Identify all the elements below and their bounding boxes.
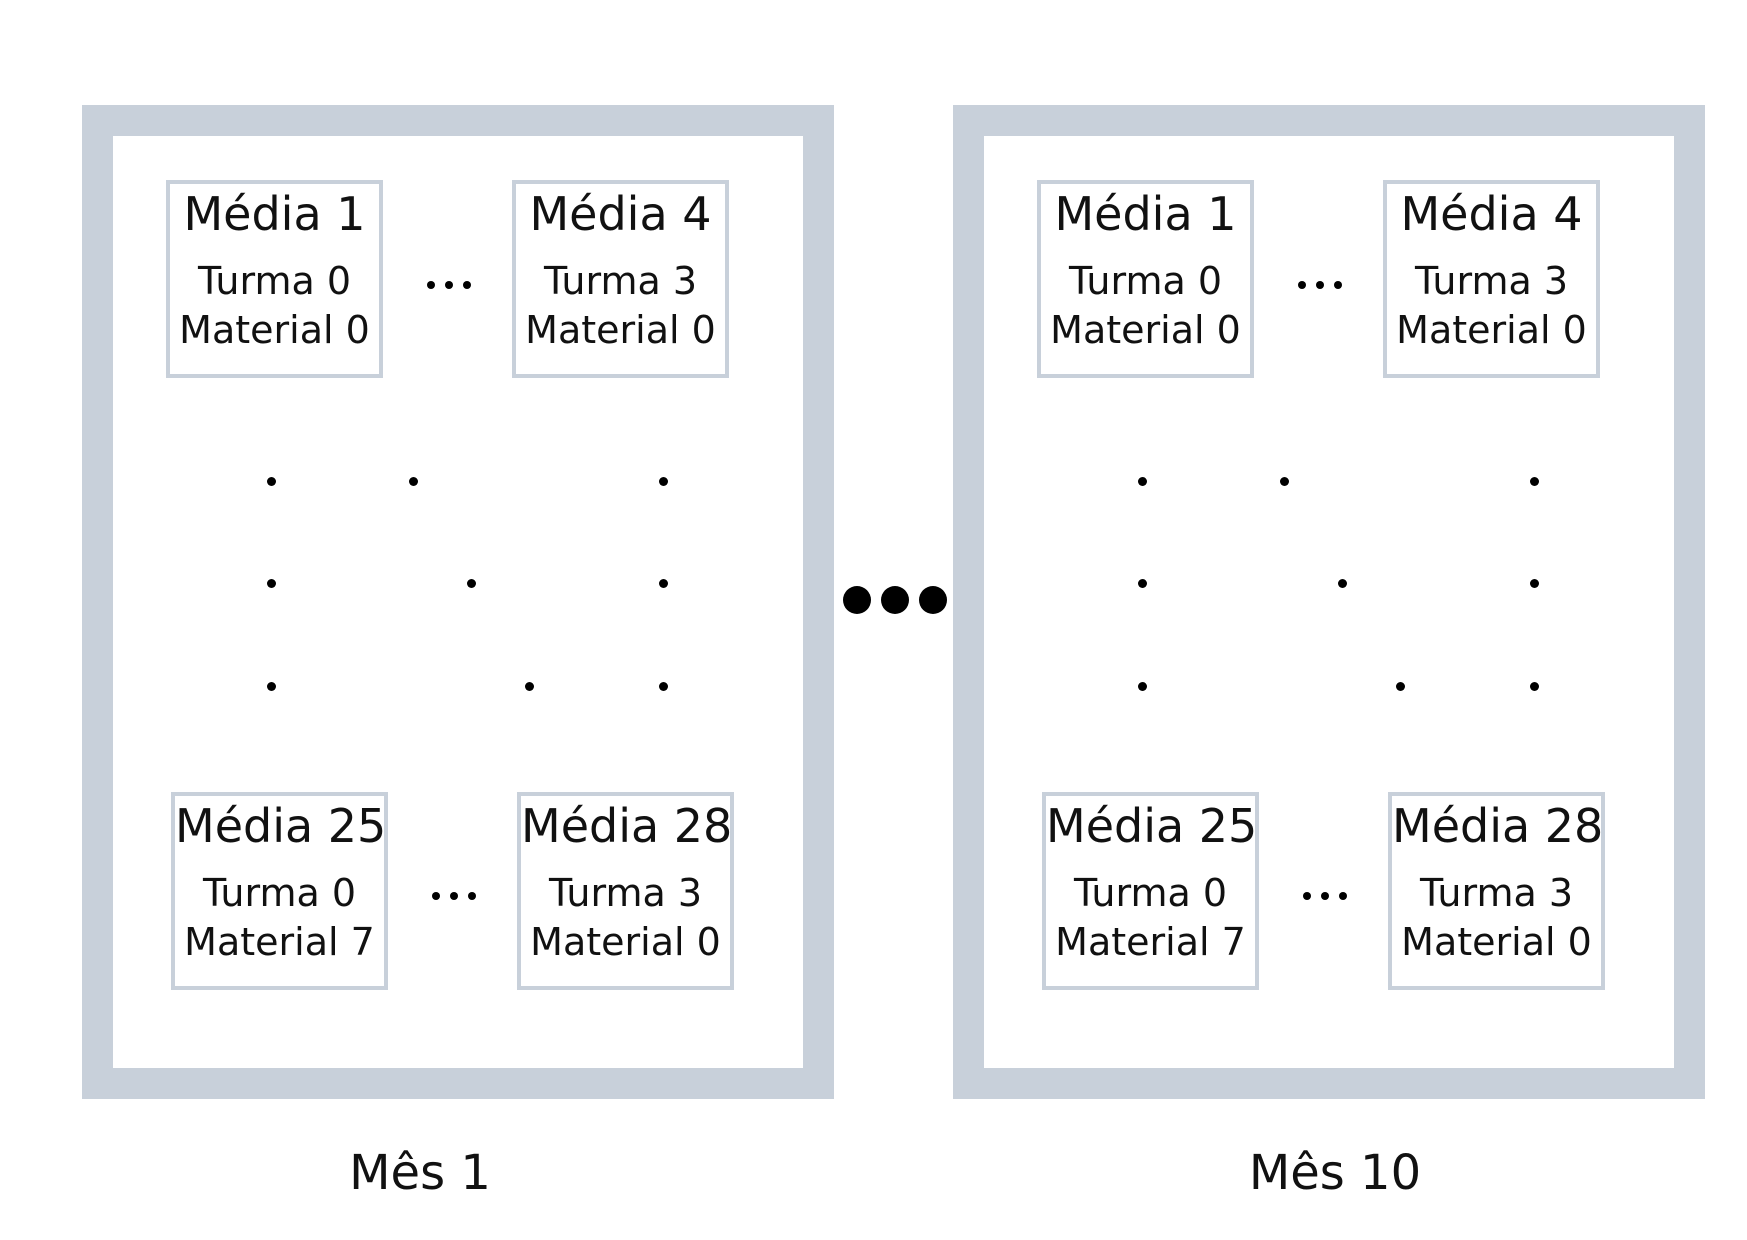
ellipsis-dot (1339, 892, 1347, 900)
row-ellipsis-top (1296, 280, 1352, 290)
ellipsis-dot (1138, 682, 1147, 691)
ellipsis-dot (1530, 682, 1539, 691)
media-card-1: Média 1 Turma 0 Material 0 (166, 180, 383, 378)
card-turma: Turma 3 (1414, 259, 1569, 303)
ellipsis-dot (1303, 892, 1311, 900)
card-material: Material 0 (1396, 308, 1587, 352)
media-card-25: Média 25 Turma 0 Material 7 (171, 792, 388, 990)
card-turma: Turma 0 (202, 871, 357, 915)
card-title: Média 4 (529, 187, 712, 241)
ellipsis-dot (267, 477, 276, 486)
card-material: Material 0 (1050, 308, 1241, 352)
ellipsis-dot (881, 586, 909, 614)
card-title: Média 1 (1054, 187, 1237, 241)
ellipsis-dot (919, 586, 947, 614)
ellipsis-dot (1316, 281, 1324, 289)
ellipsis-dot (468, 892, 476, 900)
media-card-28: Média 28 Turma 3 Material 0 (517, 792, 734, 990)
ellipsis-dot (843, 586, 871, 614)
row-ellipsis-bottom (1301, 891, 1357, 901)
card-turma: Turma 0 (1073, 871, 1228, 915)
ellipsis-dot (1338, 579, 1347, 588)
card-title: Média 1 (183, 187, 366, 241)
card-title: Média 28 (521, 799, 733, 853)
ellipsis-dot (467, 579, 476, 588)
card-material: Material 0 (525, 308, 716, 352)
card-turma: Turma 0 (197, 259, 352, 303)
ellipsis-dot (1396, 682, 1405, 691)
ellipsis-dot (445, 281, 453, 289)
ellipsis-dot (1138, 477, 1147, 486)
ellipsis-dot (1530, 477, 1539, 486)
ellipsis-dot (267, 579, 276, 588)
ellipsis-dot (659, 682, 668, 691)
card-material: Material 7 (184, 920, 375, 964)
ellipsis-dot (463, 281, 471, 289)
media-card-25: Média 25 Turma 0 Material 7 (1042, 792, 1259, 990)
media-card-28: Média 28 Turma 3 Material 0 (1388, 792, 1605, 990)
ellipsis-dot (525, 682, 534, 691)
card-title: Média 4 (1400, 187, 1583, 241)
ellipsis-dot (1280, 477, 1289, 486)
card-turma: Turma 3 (548, 871, 703, 915)
ellipsis-dot (1334, 281, 1342, 289)
ellipsis-dot (1530, 579, 1539, 588)
card-material: Material 7 (1055, 920, 1246, 964)
month-label-1: Mês 1 (349, 1145, 491, 1201)
media-card-1: Média 1 Turma 0 Material 0 (1037, 180, 1254, 378)
ellipsis-dot (1138, 579, 1147, 588)
ellipsis-dot (659, 579, 668, 588)
ellipsis-dot (659, 477, 668, 486)
ellipsis-dot (1321, 892, 1329, 900)
ellipsis-dot (432, 892, 440, 900)
ellipsis-dot (450, 892, 458, 900)
card-turma: Turma 3 (543, 259, 698, 303)
row-ellipsis-bottom (430, 891, 486, 901)
card-material: Material 0 (179, 308, 370, 352)
card-turma: Turma 0 (1068, 259, 1223, 303)
months-ellipsis (843, 583, 953, 617)
row-ellipsis-top (425, 280, 481, 290)
ellipsis-dot (1298, 281, 1306, 289)
ellipsis-dot (267, 682, 276, 691)
media-card-4: Média 4 Turma 3 Material 0 (1383, 180, 1600, 378)
media-card-4: Média 4 Turma 3 Material 0 (512, 180, 729, 378)
card-material: Material 0 (1401, 920, 1592, 964)
card-title: Média 25 (175, 799, 387, 853)
card-turma: Turma 3 (1419, 871, 1574, 915)
ellipsis-dot (427, 281, 435, 289)
month-label-10: Mês 10 (1248, 1145, 1422, 1201)
card-material: Material 0 (530, 920, 721, 964)
ellipsis-dot (409, 477, 418, 486)
card-title: Média 28 (1392, 799, 1604, 853)
card-title: Média 25 (1046, 799, 1258, 853)
